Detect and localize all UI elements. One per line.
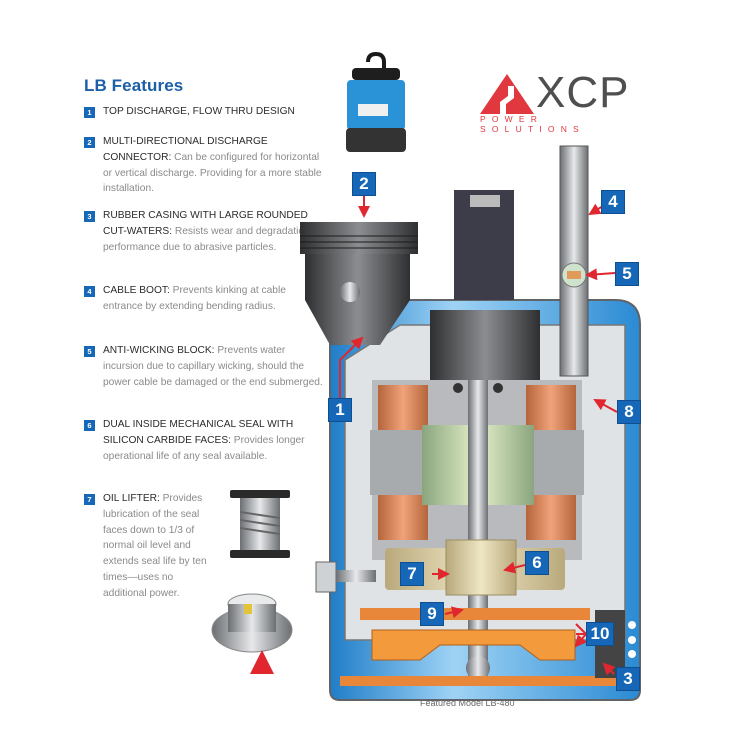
logo-mark-icon — [480, 74, 534, 114]
seal-illustration — [230, 490, 290, 558]
logo-tagline: POWER SOLUTIONS — [480, 114, 585, 134]
callout-10: 10 — [586, 622, 614, 646]
feature-item-7: 7 OIL LIFTER: Provides lubrication of th… — [84, 491, 214, 602]
feature-item-6: 6 DUAL INSIDE MECHANICAL SEAL WITH SILIC… — [84, 417, 324, 464]
oil-lifter-illustration — [211, 593, 293, 674]
feature-number-badge: 5 — [84, 346, 95, 357]
feature-number-badge: 1 — [84, 107, 95, 118]
feature-description: Can be configured for horizontal or vert… — [103, 151, 322, 195]
page-title: LB Features — [84, 76, 184, 95]
callout-1: 1 — [328, 398, 352, 422]
feature-item-4: 4 CABLE BOOT: Prevents kinking at cable … — [84, 283, 324, 315]
callout-3: 3 — [616, 667, 640, 691]
callout-4: 4 — [601, 190, 625, 214]
callout-8: 8 — [617, 400, 641, 424]
callout-9: 9 — [420, 602, 444, 626]
feature-heading: DUAL INSIDE MECHANICAL SEAL WITH SILICON… — [103, 419, 294, 446]
feature-heading: RUBBER CASING WITH LARGE ROUNDED CUT-WAT… — [103, 210, 308, 237]
callout-7: 7 — [400, 562, 424, 586]
feature-item-5: 5 ANTI-WICKING BLOCK: Prevents water inc… — [84, 343, 324, 390]
callout-5: 5 — [615, 262, 639, 286]
feature-number-badge: 4 — [84, 286, 95, 297]
feature-description: Prevents kinking at cable entrance by ex… — [103, 285, 286, 312]
feature-number-badge: 2 — [84, 137, 95, 148]
feature-heading: OIL LIFTER: — [103, 493, 160, 504]
callout-2: 2 — [352, 172, 376, 196]
feature-heading: TOP DISCHARGE, FLOW THRU DESIGN — [103, 106, 295, 117]
feature-heading: MULTI-DIRECTIONAL DISCHARGE CONNECTOR: — [103, 136, 268, 163]
feature-description: Resists wear and degradation of performa… — [103, 225, 321, 253]
feature-heading: ANTI-WICKING BLOCK: — [103, 345, 215, 356]
feature-description: Prevents water incursion due to capillar… — [103, 345, 323, 388]
model-caption: Featured Model LB-480 — [420, 698, 515, 708]
feature-number-badge: 7 — [84, 494, 95, 505]
feature-item-2: 2 MULTI-DIRECTIONAL DISCHARGE CONNECTOR:… — [84, 134, 324, 197]
feature-item-3: 3 RUBBER CASING WITH LARGE ROUNDED CUT-W… — [84, 208, 324, 255]
feature-heading: CABLE BOOT: — [103, 285, 170, 296]
feature-description: Provides longer operational life of any … — [103, 434, 305, 462]
logo-wordmark: XCP — [536, 68, 630, 117]
pump-product-photo — [346, 51, 406, 152]
feature-number-badge: 3 — [84, 211, 95, 222]
feature-number-badge: 6 — [84, 420, 95, 431]
callout-6: 6 — [525, 551, 549, 575]
feature-item-1: 1 TOP DISCHARGE, FLOW THRU DESIGN — [84, 104, 324, 120]
feature-description: Provides lubrication of the seal faces d… — [103, 493, 207, 599]
callout-arrows — [339, 196, 618, 676]
xcp-logo: XCP POWER SOLUTIONS — [478, 68, 648, 134]
